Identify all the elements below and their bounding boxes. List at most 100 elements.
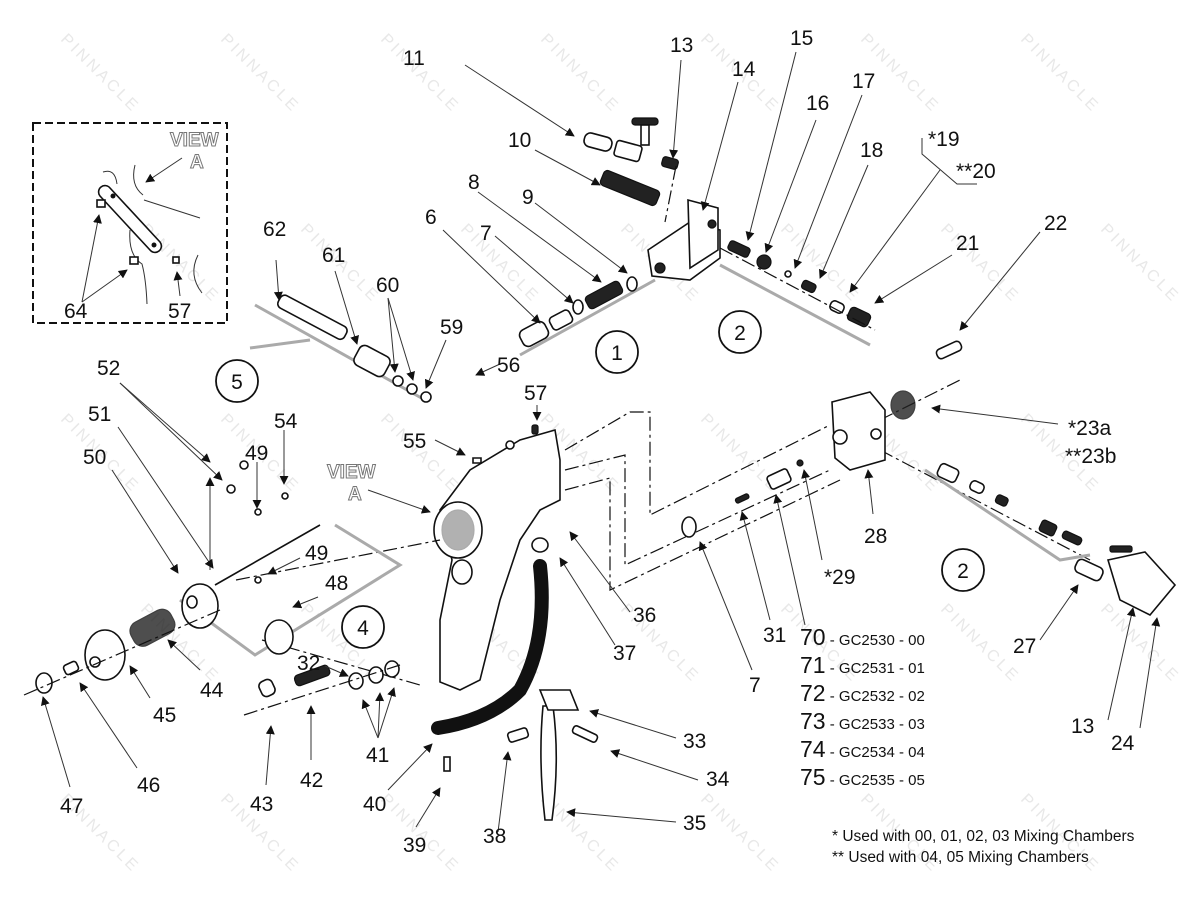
mixing-chamber-item: 70 bbox=[800, 624, 826, 650]
watermark-text: PINNACLE bbox=[1097, 601, 1183, 687]
watermark-text: PINNACLE bbox=[377, 411, 463, 497]
mixing-chamber-part: - GC2534 - 04 bbox=[826, 744, 925, 761]
watermark-text: PINNACLE bbox=[537, 31, 623, 117]
mixing-chamber-part: - GC2530 - 00 bbox=[826, 632, 925, 649]
callout-60: 60 bbox=[376, 274, 399, 297]
watermark-text: PINNACLE bbox=[457, 221, 543, 307]
callout-13-bottom: 13 bbox=[1071, 715, 1094, 738]
inset-view-a: VIEW A 64 57 bbox=[32, 122, 228, 324]
inset-label-64: 64 bbox=[64, 300, 88, 323]
callout-15: 15 bbox=[790, 27, 813, 50]
gun-body bbox=[431, 424, 599, 821]
callout-48: 48 bbox=[325, 572, 348, 595]
callout-33: 33 bbox=[683, 730, 706, 753]
leader-lines bbox=[41, 51, 1161, 833]
callout-62: 62 bbox=[263, 218, 286, 241]
watermark-text: PINNACLE bbox=[1017, 31, 1103, 117]
svg-text:4: 4 bbox=[357, 617, 369, 640]
svg-text:1: 1 bbox=[611, 342, 623, 365]
watermark-text: PINNACLE bbox=[937, 221, 1023, 307]
callout-39: 39 bbox=[403, 834, 426, 857]
part-64-b bbox=[129, 256, 139, 265]
group-circle-2-top: 2 bbox=[718, 310, 762, 354]
group-5-components bbox=[249, 294, 432, 403]
mixing-chamber-row: 73 - GC2533 - 03 bbox=[800, 708, 925, 734]
callout-8: 8 bbox=[468, 171, 480, 194]
callout-54: 54 bbox=[274, 410, 298, 433]
part-57-inset bbox=[172, 256, 180, 264]
view-a-line1: VIEW bbox=[327, 462, 376, 483]
callout-17: 17 bbox=[852, 70, 875, 93]
callout-23b: **23b bbox=[1065, 445, 1116, 468]
inset-label-57: 57 bbox=[168, 300, 191, 323]
callout-37: 37 bbox=[613, 642, 636, 665]
callout-22: 22 bbox=[1044, 212, 1067, 235]
view-a-label: VIEW A bbox=[327, 462, 377, 506]
mixing-chamber-part: - GC2532 - 02 bbox=[826, 688, 925, 705]
callout-16: 16 bbox=[806, 92, 829, 115]
part-64-a bbox=[96, 199, 106, 208]
mixing-chamber-row: 72 - GC2532 - 02 bbox=[800, 680, 925, 706]
callout-34: 34 bbox=[706, 768, 730, 791]
footnotes: * Used with 00, 01, 02, 03 Mixing Chambe… bbox=[832, 826, 1134, 868]
callout-47: 47 bbox=[60, 795, 83, 818]
callout-35: 35 bbox=[683, 812, 706, 835]
mixing-chamber-part: - GC2535 - 05 bbox=[826, 772, 925, 789]
group-circle-5: 5 bbox=[215, 359, 259, 403]
mixing-chamber-part: - GC2533 - 03 bbox=[826, 716, 925, 733]
svg-text:5: 5 bbox=[231, 371, 243, 394]
callout-44: 44 bbox=[200, 679, 224, 702]
callout-43: 43 bbox=[250, 793, 273, 816]
mixing-chamber-item: 75 bbox=[800, 764, 826, 790]
callout-56: 56 bbox=[497, 354, 520, 377]
callout-7-bottom: 7 bbox=[749, 674, 761, 697]
callout-27: 27 bbox=[1013, 635, 1036, 658]
callout-55: 55 bbox=[403, 430, 426, 453]
callout-57: 57 bbox=[524, 382, 547, 405]
watermark-text: PINNACLE bbox=[217, 31, 303, 117]
right-block-assembly bbox=[681, 340, 1177, 616]
inset-view-label-line1: VIEW bbox=[170, 130, 219, 151]
callout-23a: *23a bbox=[1068, 417, 1112, 440]
link-bar bbox=[97, 184, 163, 254]
group-2-upper-components bbox=[719, 240, 876, 347]
group-circles: 1 2 2 4 5 bbox=[215, 310, 985, 649]
group-circle-2-bottom: 2 bbox=[941, 548, 985, 592]
callout-29: *29 bbox=[824, 566, 856, 589]
mixing-chamber-row: 71 - GC2531 - 01 bbox=[800, 652, 925, 678]
top-valve-assembly bbox=[583, 117, 721, 281]
callout-18: 18 bbox=[860, 139, 883, 162]
callout-20: **20 bbox=[956, 160, 996, 183]
watermark-text: PINNACLE bbox=[377, 31, 463, 117]
callout-49-top: 49 bbox=[245, 442, 268, 465]
callout-7-top: 7 bbox=[480, 222, 492, 245]
group-1-components bbox=[518, 276, 656, 357]
callout-38: 38 bbox=[483, 825, 506, 848]
callout-13-top: 13 bbox=[670, 34, 693, 57]
footnote-single-asterisk: * Used with 00, 01, 02, 03 Mixing Chambe… bbox=[832, 828, 1135, 845]
callout-45: 45 bbox=[153, 704, 176, 727]
callout-42: 42 bbox=[300, 769, 323, 792]
group-4-components bbox=[23, 460, 403, 716]
callout-52: 52 bbox=[97, 357, 120, 380]
callout-24: 24 bbox=[1111, 732, 1135, 755]
watermark-text: PINNACLE bbox=[57, 31, 143, 117]
watermark-text: PINNACLE bbox=[697, 791, 783, 877]
callout-59: 59 bbox=[440, 316, 463, 339]
callout-50: 50 bbox=[83, 446, 106, 469]
mixing-chamber-item: 73 bbox=[800, 708, 826, 734]
callout-46: 46 bbox=[137, 774, 160, 797]
callout-11: 11 bbox=[403, 47, 425, 70]
callout-21: 21 bbox=[956, 232, 979, 255]
callout-40: 40 bbox=[363, 793, 386, 816]
callout-9: 9 bbox=[522, 186, 534, 209]
callout-6: 6 bbox=[425, 206, 437, 229]
watermark-text: PINNACLE bbox=[1097, 221, 1183, 307]
mixing-chamber-item: 71 bbox=[800, 652, 826, 678]
svg-text:2: 2 bbox=[957, 560, 969, 583]
group-circle-4: 4 bbox=[341, 605, 385, 649]
group-circle-1: 1 bbox=[595, 330, 639, 374]
callout-14: 14 bbox=[732, 58, 756, 81]
inset-view-label-line2: A bbox=[190, 152, 204, 173]
